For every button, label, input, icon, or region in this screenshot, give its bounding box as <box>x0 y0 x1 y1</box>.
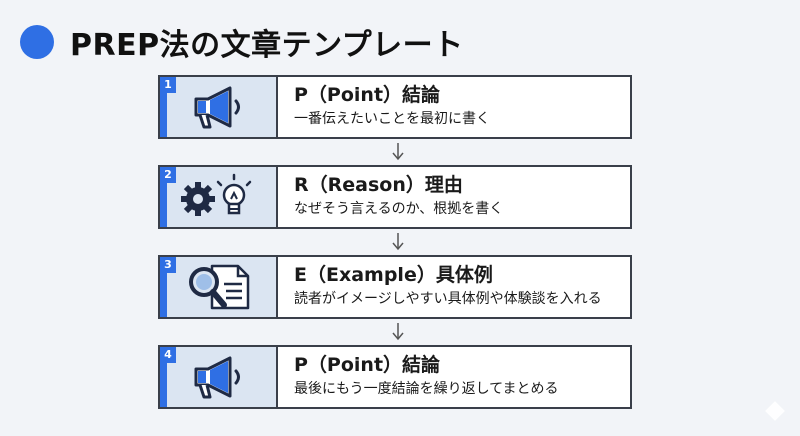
page-title: PREP法の文章テンプレート <box>70 28 464 63</box>
step-accent-bar <box>160 167 167 227</box>
megaphone-icon <box>194 356 240 399</box>
step-text: E（Example）具体例 読者がイメージしやすい具体例や体験談を入れる <box>278 257 602 317</box>
down-arrow-icon <box>392 323 404 341</box>
step-number: 1 <box>160 77 176 93</box>
step-number: 3 <box>160 257 176 273</box>
step-point-conclusion: 4 P（Point）結論 最後にもう一度結論を繰り返してまとめる <box>158 345 632 409</box>
step-text: P（Point）結論 最後にもう一度結論を繰り返してまとめる <box>278 347 558 407</box>
step-description: 一番伝えたいことを最初に書く <box>294 111 490 127</box>
step-text: R（Reason）理由 なぜそう言えるのか、根拠を書く <box>278 167 503 227</box>
step-point: 1 P（Point）結論 一番伝えたいことを最初に書く <box>158 75 632 139</box>
megaphone-icon <box>194 86 240 129</box>
magnifier-document-icon <box>189 264 250 310</box>
step-text: P（Point）結論 一番伝えたいことを最初に書く <box>278 77 490 137</box>
step-heading: P（Point）結論 <box>294 84 441 106</box>
step-description: 最後にもう一度結論を繰り返してまとめる <box>294 381 559 397</box>
step-icon-box: 3 <box>160 257 278 317</box>
step-example: 3 E（Example）具体例 読者がイメージしやすい具体例や体験談を入れる <box>158 255 632 319</box>
step-accent-bar <box>160 347 167 407</box>
step-description: 読者がイメージしやすい具体例や体験談を入れる <box>294 291 602 307</box>
step-heading: E（Example）具体例 <box>294 264 493 286</box>
step-heading: R（Reason）理由 <box>294 174 463 196</box>
step-icon-box: 2 <box>160 167 278 227</box>
down-arrow-icon <box>392 233 404 251</box>
step-accent-bar <box>160 77 167 137</box>
step-accent-bar <box>160 257 167 317</box>
down-arrow-icon <box>392 143 404 161</box>
corner-diamond <box>765 401 785 421</box>
step-heading: P（Point）結論 <box>294 354 441 376</box>
step-number: 2 <box>160 167 176 183</box>
step-number: 4 <box>160 347 176 363</box>
step-description: なぜそう言えるのか、根拠を書く <box>294 201 504 217</box>
gear-lightbulb-icon <box>181 173 252 216</box>
step-reason: 2 <box>158 165 632 229</box>
title-dot <box>20 25 54 59</box>
step-icon-box: 1 <box>160 77 278 137</box>
step-icon-box: 4 <box>160 347 278 407</box>
